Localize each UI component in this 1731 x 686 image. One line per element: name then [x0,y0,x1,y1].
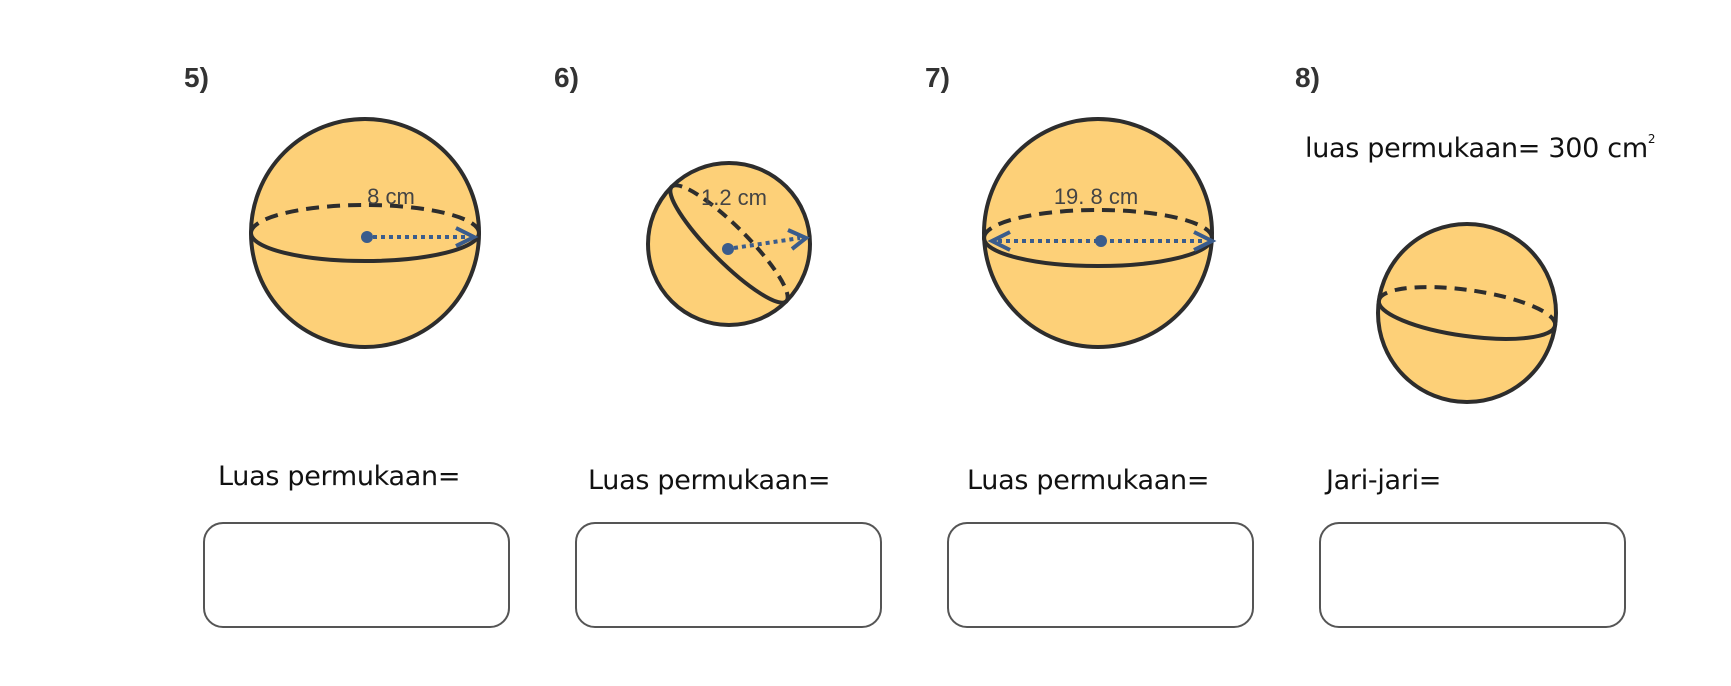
sphere-5-dimension-label: 8 cm [367,184,415,209]
answer-box-8[interactable] [1319,522,1626,628]
sphere-7-front-equator [982,237,1214,268]
sphere-7-arrowhead-right [1193,230,1217,252]
question-number-7: 7) [925,62,950,93]
sphere-6-arrowhead [787,228,810,251]
given-surface-area-text: luas permukaan= 300 cm [1305,133,1648,164]
sphere-7-arrowhead-left [987,230,1011,252]
sphere-7-center-dot [1095,235,1107,247]
answer-box-5[interactable] [203,522,510,628]
answer-box-6[interactable] [575,522,882,628]
answer-box-7[interactable] [947,522,1254,628]
question-number-6: 6) [554,62,579,93]
question-number-8: 8) [1295,62,1320,93]
prompt-6: Luas permukaan= [588,465,831,496]
sphere-6-dimension-label: 1.2 cm [701,185,767,210]
sphere-8-front-equator [1376,300,1558,341]
given-surface-area-exponent: 2 [1647,132,1656,146]
given-surface-area-8: luas permukaan= 300 cm2 [1305,132,1656,164]
sphere-6-front-equator [668,185,788,305]
sphere-7-dimension-label: 19. 8 cm [1054,184,1138,209]
prompt-8: Jari-jari= [1326,465,1442,496]
question-number-5: 5) [184,62,209,93]
sphere-8-body [1376,222,1558,404]
sphere-5-front-equator [249,232,481,263]
prompt-7: Luas permukaan= [967,465,1210,496]
sphere-5-arrowhead [455,226,479,248]
sphere-6-center-dot [722,243,734,255]
sphere-5-center-dot [361,231,373,243]
sphere-6-radius-line [733,236,801,250]
prompt-5: Luas permukaan= [218,461,461,492]
